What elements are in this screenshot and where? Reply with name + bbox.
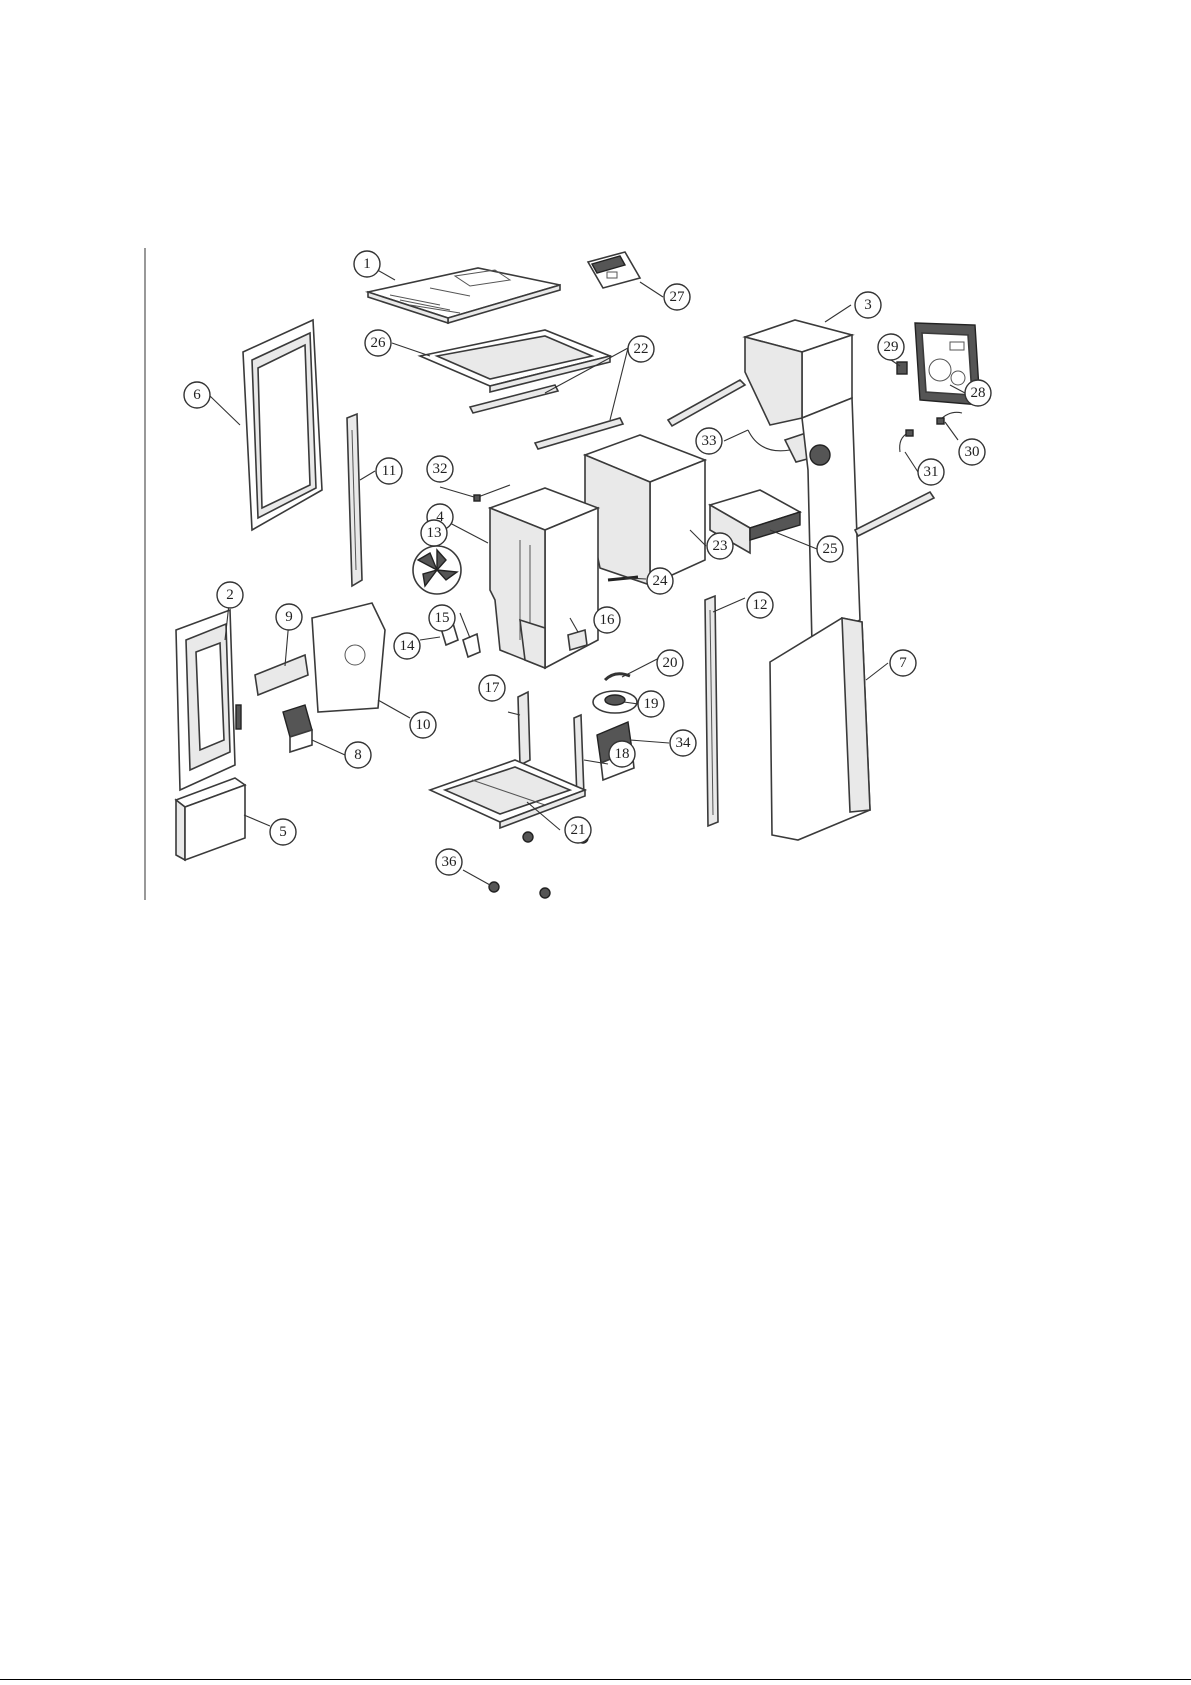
callout-32: 32 <box>427 456 453 482</box>
callout-label: 31 <box>924 464 939 480</box>
part-inner-front-panel <box>312 603 385 712</box>
callout-label: 29 <box>884 339 899 355</box>
callout-11: 11 <box>376 458 402 484</box>
part-left-upright <box>347 414 362 586</box>
part-right-upright <box>705 596 718 826</box>
callout-label: 24 <box>653 573 669 589</box>
callout-label: 27 <box>670 289 686 305</box>
callout-26: 26 <box>365 330 391 356</box>
callout-30: 30 <box>959 439 985 465</box>
callout-22: 22 <box>628 336 654 362</box>
part-perforated-strip-upper <box>668 380 745 426</box>
callout-label: 28 <box>971 385 986 401</box>
part-ash-drawer <box>176 778 245 860</box>
callout-label: 15 <box>435 610 450 626</box>
callout-label: 3 <box>864 297 872 313</box>
callout-23: 23 <box>707 533 733 559</box>
callout-label: 16 <box>600 612 616 628</box>
callout-20: 20 <box>657 650 683 676</box>
callout-17: 17 <box>479 675 505 701</box>
callout-16: 16 <box>594 607 620 633</box>
callout-label: 6 <box>193 387 201 403</box>
callout-label: 18 <box>615 746 630 762</box>
part-combustion-fan <box>593 674 637 713</box>
callout-7: 7 <box>890 650 916 676</box>
callout-label: 13 <box>427 525 442 541</box>
callout-label: 7 <box>899 655 907 671</box>
callout-label: 8 <box>354 747 362 763</box>
callout-label: 22 <box>634 341 649 357</box>
part-top-cover <box>368 268 560 323</box>
part-control-panel <box>588 252 640 288</box>
callout-12: 12 <box>747 592 773 618</box>
callout-25: 25 <box>817 536 843 562</box>
callout-label: 33 <box>702 433 717 449</box>
part-wire <box>748 430 790 451</box>
part-door <box>176 610 241 790</box>
callout-1: 1 <box>354 251 380 277</box>
callout-19: 19 <box>638 691 664 717</box>
part-left-side-panel <box>243 320 322 530</box>
callout-label: 14 <box>400 638 416 654</box>
callout-9: 9 <box>276 604 302 630</box>
callout-label: 36 <box>442 854 458 870</box>
callout-6: 6 <box>184 382 210 408</box>
callout-label: 1 <box>363 256 371 272</box>
part-top-frame <box>420 330 610 392</box>
part-right-side-panel <box>770 618 870 840</box>
part-perforated-strip-lower <box>855 492 934 536</box>
callout-31: 31 <box>918 459 944 485</box>
callout-24: 24 <box>647 568 673 594</box>
callout-3: 3 <box>855 292 881 318</box>
callout-8: 8 <box>345 742 371 768</box>
callout-27: 27 <box>664 284 690 310</box>
callout-29: 29 <box>878 334 904 360</box>
callout-label: 17 <box>485 680 501 696</box>
callout-label: 5 <box>279 824 287 840</box>
callout-5: 5 <box>270 819 296 845</box>
callout-34: 34 <box>670 730 696 756</box>
part-casing-shell <box>585 435 705 585</box>
callout-label: 9 <box>285 609 293 625</box>
part-fan <box>413 546 461 594</box>
callout-21: 21 <box>565 817 591 843</box>
callout-15: 15 <box>429 605 455 631</box>
part-bracket <box>283 705 312 752</box>
callout-label: 12 <box>753 597 768 613</box>
part-baffle <box>255 655 308 695</box>
callout-33: 33 <box>696 428 722 454</box>
callout-2: 2 <box>217 582 243 608</box>
callout-10: 10 <box>410 712 436 738</box>
callout-label: 23 <box>713 538 728 554</box>
callout-36: 36 <box>436 849 462 875</box>
callout-label: 30 <box>965 444 980 460</box>
callout-14: 14 <box>394 633 420 659</box>
callout-label: 20 <box>663 655 678 671</box>
part-rails <box>470 385 623 449</box>
part-sensor <box>474 485 510 501</box>
callout-label: 34 <box>676 735 692 751</box>
callout-label: 11 <box>382 463 396 479</box>
callout-label: 19 <box>644 696 659 712</box>
part-switch <box>897 362 907 374</box>
callout-label: 25 <box>823 541 838 557</box>
callout-28: 28 <box>965 380 991 406</box>
callout-label: 2 <box>226 587 234 603</box>
callout-label: 26 <box>371 335 387 351</box>
callout-13: 13 <box>421 520 447 546</box>
callout-label: 32 <box>433 461 448 477</box>
part-base-frame <box>430 760 585 828</box>
callout-label: 21 <box>571 822 586 838</box>
callout-label: 10 <box>416 717 431 733</box>
bottom-rule <box>0 1679 1191 1680</box>
callout-18: 18 <box>609 741 635 767</box>
